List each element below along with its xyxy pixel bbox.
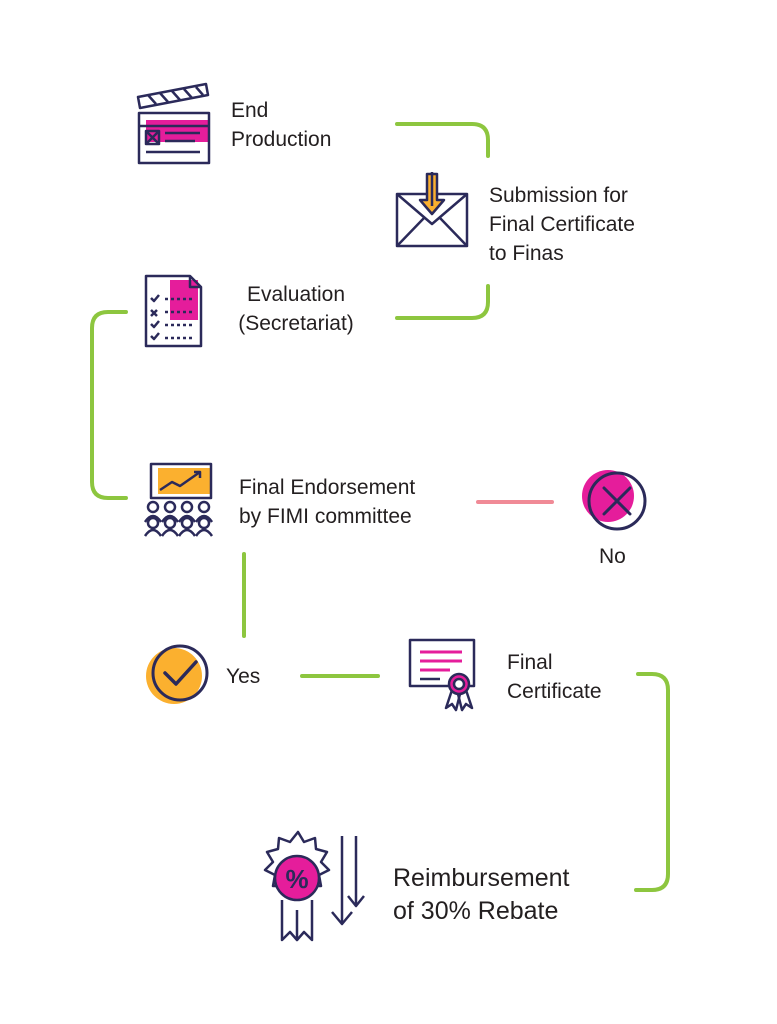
end-production-line1: End xyxy=(231,99,269,122)
no-label: No xyxy=(599,542,626,571)
reimbursement-line1: Reimbursement xyxy=(393,864,570,892)
connector-end-production-to-submission xyxy=(395,122,490,158)
yes-label: Yes xyxy=(226,662,260,691)
endorsement-line2: by FIMI committee xyxy=(239,505,412,528)
no-text: No xyxy=(599,545,626,568)
x-circle-icon xyxy=(582,470,647,531)
endorsement-label: Final Endorsement by FIMI committee xyxy=(239,473,415,531)
committee-presentation-icon xyxy=(143,462,214,537)
submission-label: Submission for Final Certificate to Fina… xyxy=(489,181,635,268)
final-certificate-line1: Final xyxy=(507,651,553,674)
connector-submission-to-evaluation xyxy=(395,284,490,320)
reimbursement-label: Reimbursement of 30% Rebate xyxy=(393,862,569,928)
final-certificate-line2: Certificate xyxy=(507,680,602,703)
connector-evaluation-to-endorsement xyxy=(90,310,128,500)
submission-line3: to Finas xyxy=(489,242,564,265)
end-production-line2: Production xyxy=(231,128,332,151)
submission-line2: Final Certificate xyxy=(489,213,635,236)
connector-certificate-to-reimbursement xyxy=(634,672,670,892)
final-certificate-label: Final Certificate xyxy=(507,648,602,706)
certificate-icon xyxy=(408,638,476,712)
yes-text: Yes xyxy=(226,665,261,688)
evaluation-label: Evaluation (Secretariat) xyxy=(226,280,366,338)
checklist-document-icon xyxy=(144,274,203,348)
envelope-download-icon xyxy=(395,172,469,248)
endorsement-line1: Final Endorsement xyxy=(239,476,416,499)
percent-badge-icon: % xyxy=(263,830,365,942)
check-circle-icon xyxy=(146,644,209,704)
evaluation-line2: (Secretariat) xyxy=(238,312,354,335)
submission-line1: Submission for xyxy=(489,184,628,207)
end-production-label: End Production xyxy=(231,96,331,154)
evaluation-line1: Evaluation xyxy=(246,283,346,306)
reimbursement-line2: of 30% Rebate xyxy=(393,897,559,925)
svg-text:%: % xyxy=(285,864,308,894)
clapperboard-icon xyxy=(136,82,211,165)
